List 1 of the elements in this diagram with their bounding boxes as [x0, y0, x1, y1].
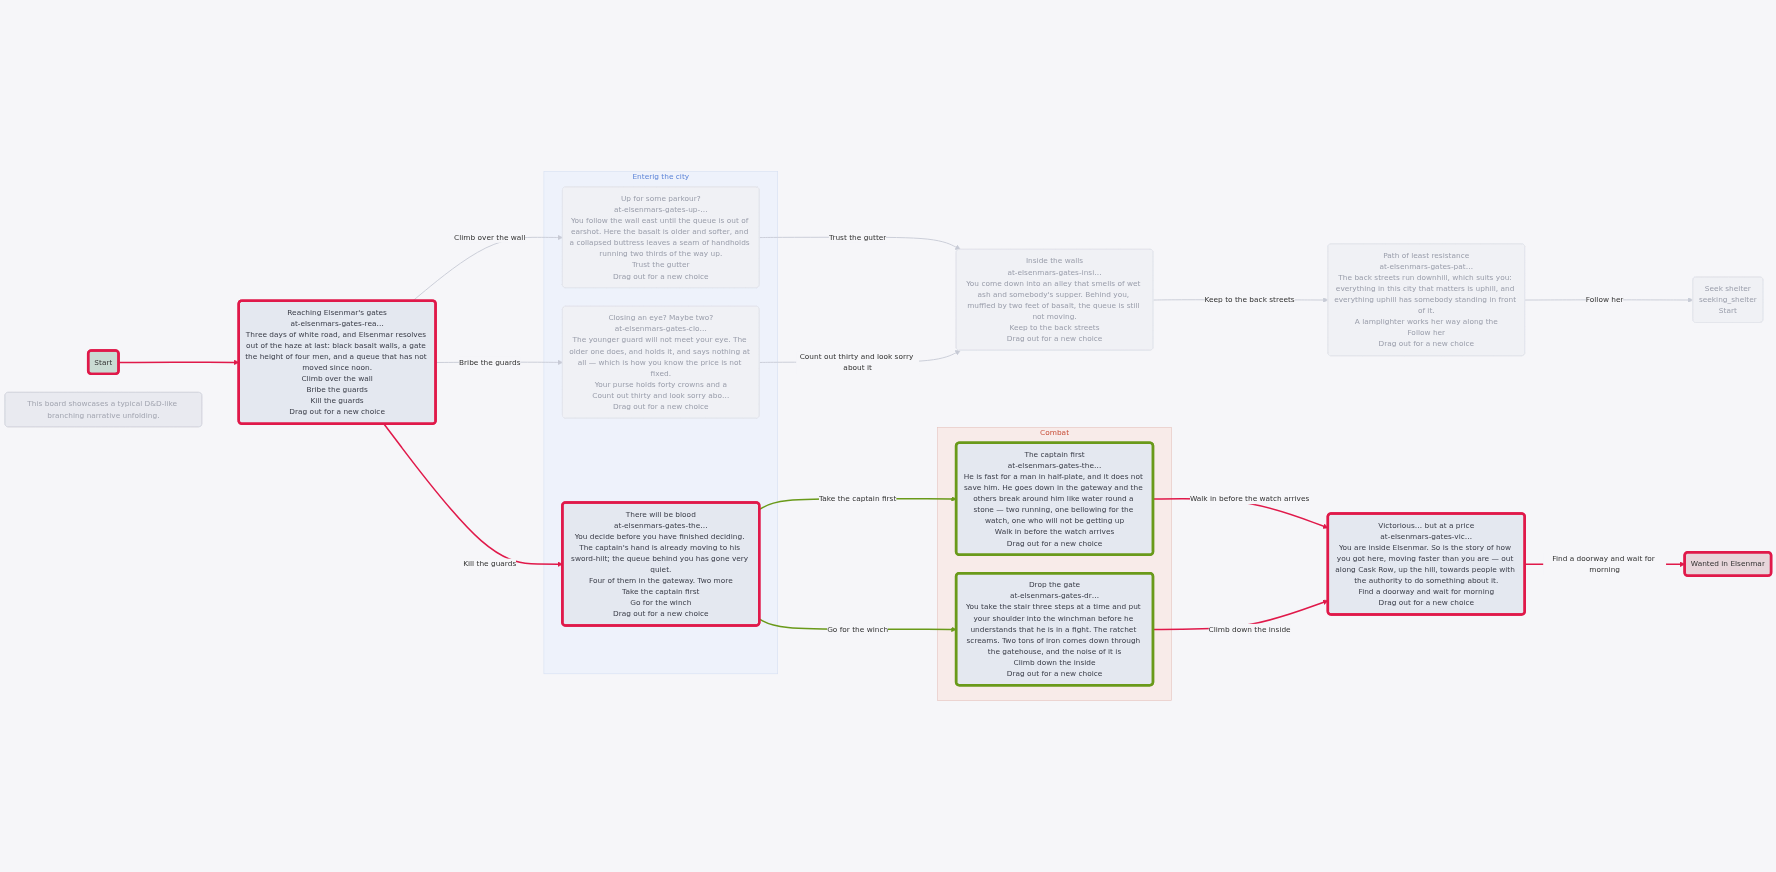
arrow [383, 423, 563, 567]
